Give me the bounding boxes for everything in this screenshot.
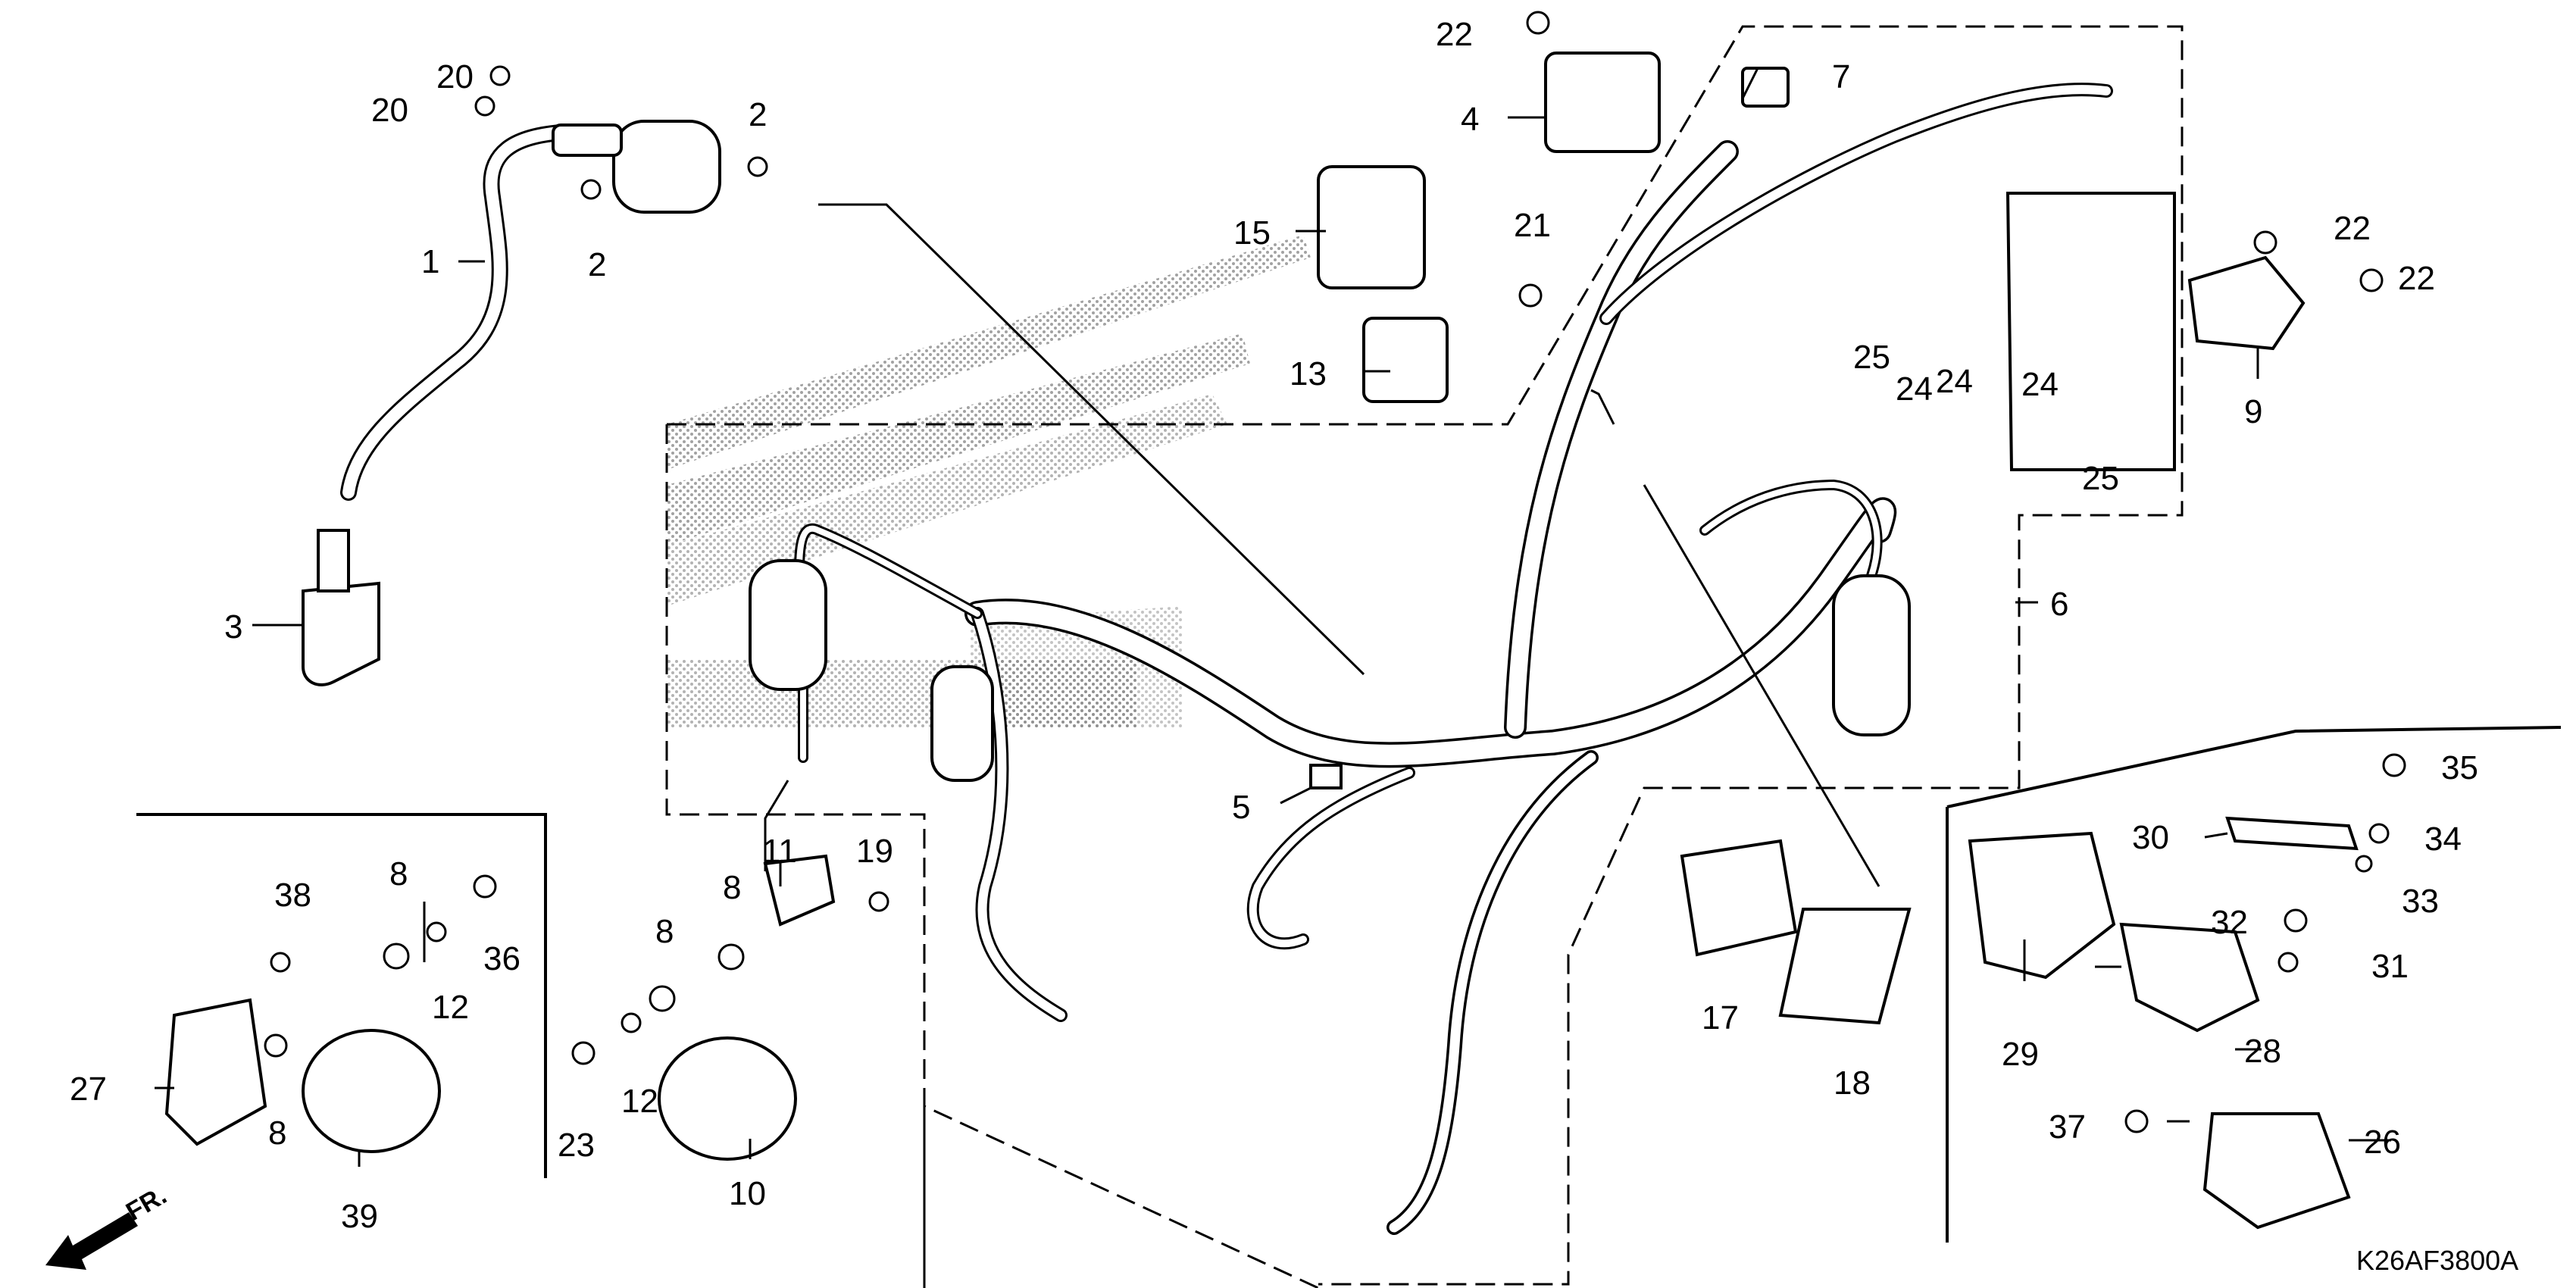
callout-3: 3 — [224, 608, 242, 646]
callout-28: 28 — [2244, 1033, 2281, 1070]
callout-22: 22 — [2398, 260, 2435, 297]
wire-harness — [794, 83, 2113, 1235]
callout-1: 1 — [421, 243, 439, 280]
callout-11: 11 — [762, 833, 797, 870]
callout-32: 32 — [2211, 904, 2248, 941]
leader-lines — [155, 67, 2391, 1288]
callout-8: 8 — [268, 1114, 286, 1152]
callout-23: 23 — [558, 1127, 595, 1164]
callout-39: 39 — [341, 1198, 378, 1235]
horn-10 — [658, 1036, 797, 1161]
solid-boundaries — [136, 192, 2562, 1243]
horn-39 — [302, 1029, 441, 1153]
callout-22: 22 — [1436, 16, 1473, 53]
coil-left — [749, 559, 827, 691]
callout-20: 20 — [436, 58, 474, 95]
module-17 — [1680, 839, 1798, 957]
callout-29: 29 — [2002, 1036, 2039, 1073]
callout-31: 31 — [2371, 948, 2409, 985]
callout-12: 12 — [432, 989, 469, 1026]
callout-15: 15 — [1233, 214, 1271, 252]
stay-11 — [763, 854, 836, 927]
callout-2: 2 — [588, 246, 606, 283]
callout-35: 35 — [2441, 749, 2478, 786]
callout-labels: 1 2 2 3 4 5 6 7 8 8 8 8 9 10 11 12 12 13… — [70, 16, 2478, 1235]
module-18 — [1778, 908, 1912, 1025]
callout-26: 26 — [2364, 1124, 2401, 1161]
callout-2: 2 — [749, 96, 767, 133]
bracket-27 — [164, 998, 267, 1146]
callout-37: 37 — [2049, 1108, 2086, 1146]
callout-25: 25 — [1853, 339, 1890, 376]
callout-6: 6 — [2050, 586, 2068, 623]
callout-24: 24 — [1896, 370, 1933, 408]
callout-17: 17 — [1702, 999, 1739, 1036]
callout-8: 8 — [655, 913, 674, 950]
relay-13 — [1362, 317, 1449, 403]
callout-5: 5 — [1232, 789, 1250, 826]
callout-38: 38 — [274, 877, 311, 914]
callout-19: 19 — [856, 833, 893, 870]
diagram-code: K26AF3800A — [2356, 1245, 2518, 1276]
callout-10: 10 — [729, 1175, 766, 1212]
callout-4: 4 — [1461, 101, 1479, 138]
callout-34: 34 — [2424, 821, 2462, 858]
callout-24: 24 — [1936, 363, 1973, 400]
callout-30: 30 — [2132, 819, 2169, 856]
coil-center — [930, 665, 994, 782]
callout-21: 21 — [1514, 207, 1551, 244]
callout-36: 36 — [483, 940, 521, 977]
stay-30 — [2225, 816, 2359, 851]
relay-box-4 — [1544, 52, 1661, 153]
callout-20: 20 — [371, 92, 408, 129]
cover-29 — [1968, 831, 2116, 980]
front-direction-arrow: FR. — [45, 1181, 171, 1270]
callout-8: 8 — [723, 869, 741, 906]
bracket-9 — [2187, 255, 2306, 351]
callout-25: 25 — [2082, 460, 2119, 497]
fasteners — [264, 11, 2406, 1133]
callout-24: 24 — [2021, 366, 2059, 403]
ignition-coil-cable — [302, 120, 721, 686]
callout-18: 18 — [1834, 1064, 1871, 1102]
relay-15 — [1317, 165, 1426, 289]
callout-33: 33 — [2402, 883, 2439, 920]
clip-5 — [1309, 764, 1343, 789]
callout-9: 9 — [2244, 393, 2262, 430]
callout-27: 27 — [70, 1071, 107, 1108]
switch-28 — [2119, 922, 2260, 1033]
callout-7: 7 — [1832, 58, 1850, 95]
coil-right — [1832, 574, 1911, 736]
group-boundaries — [665, 25, 2184, 1288]
callout-13: 13 — [1290, 355, 1327, 392]
callout-12: 12 — [621, 1083, 658, 1120]
part-silhouettes — [164, 52, 2359, 1230]
callout-22: 22 — [2334, 210, 2371, 247]
callout-8: 8 — [389, 855, 408, 893]
socket-26 — [2202, 1112, 2351, 1230]
